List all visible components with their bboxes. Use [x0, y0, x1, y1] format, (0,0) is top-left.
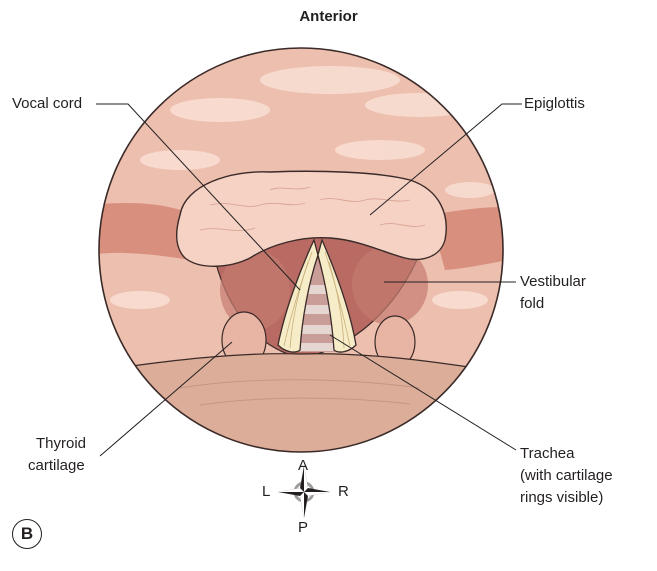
label-thyroid-line2: cartilage: [28, 456, 85, 476]
label-trachea-line1: Trachea: [520, 444, 574, 464]
label-thyroid-line1: Thyroid: [36, 434, 86, 454]
compass-anterior: A: [298, 458, 308, 474]
laryngoscope-view: [90, 40, 520, 460]
label-trachea-line2: (with cartilage: [520, 466, 613, 486]
compass-posterior: P: [298, 520, 308, 536]
compass-right: R: [338, 484, 349, 500]
compass-left: L: [262, 484, 270, 500]
label-vocal-cord: Vocal cord: [12, 94, 82, 114]
orientation-title: Anterior: [0, 8, 657, 25]
label-trachea-line3: rings visible): [520, 488, 603, 508]
posterior-wall: [90, 354, 520, 460]
label-epiglottis: Epiglottis: [524, 94, 585, 114]
label-vestibular-fold-line1: Vestibular: [520, 272, 586, 292]
panel-label: B: [12, 519, 42, 549]
label-vestibular-fold-line2: fold: [520, 294, 544, 314]
